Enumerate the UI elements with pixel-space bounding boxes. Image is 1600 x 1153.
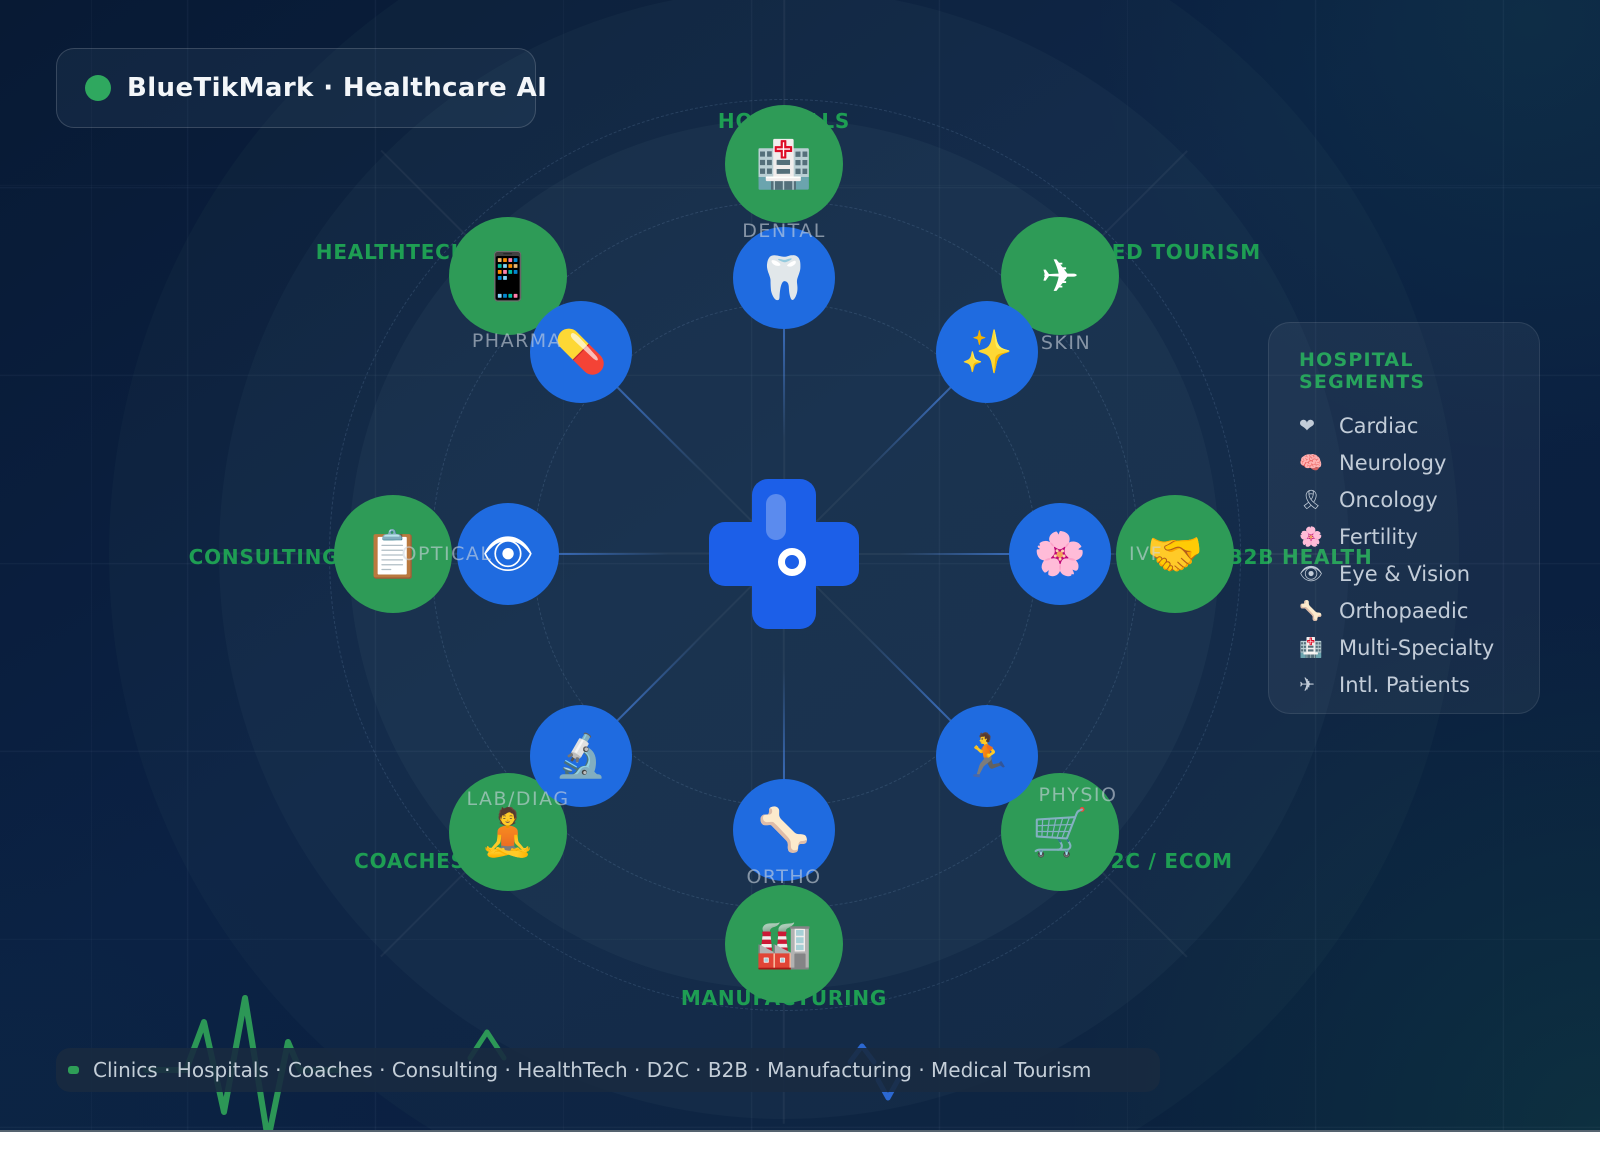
node-physio: 🏃	[936, 705, 1038, 807]
hospital-icon: 🏥	[1299, 637, 1323, 659]
outer-label-healthtech: HEALTHTECH	[315, 240, 469, 264]
segments-footer-bar: Clinics · Hospitals · Coaches · Consulti…	[56, 1048, 1160, 1092]
tooth-icon: 🦷	[757, 253, 811, 302]
node-manufacturing: 🏭	[725, 885, 843, 1003]
panel-item-label: Oncology	[1339, 487, 1438, 512]
airplane-icon: ✈	[1040, 249, 1080, 303]
factory-icon: 🏭	[755, 917, 813, 971]
runner-icon: 🏃	[960, 731, 1014, 780]
heart-icon: ❤	[1299, 414, 1315, 437]
sparkles-icon: ✨	[960, 327, 1014, 376]
clipboard-icon: 📋	[364, 527, 422, 581]
node-ortho: 🦴	[733, 779, 835, 881]
outer-label-d2c-ecom: D2C / ECOM	[1093, 849, 1233, 873]
eye-icon: 👁	[1299, 563, 1324, 585]
panel-item-cardiac: ❤ Cardiac	[1299, 407, 1509, 444]
panel-item-label: Fertility	[1339, 524, 1418, 549]
node-consulting: 📋	[334, 495, 452, 613]
microscope-icon: 🔬	[554, 731, 608, 780]
panel-title: HOSPITAL SEGMENTS	[1299, 349, 1426, 393]
outer-label-b2b-health: B2B HEALTH	[1227, 545, 1373, 569]
panel-item-label: Cardiac	[1339, 413, 1419, 438]
hub-ring-icon	[778, 548, 806, 576]
node-optical: 👁	[457, 503, 559, 605]
panel-item-label: Neurology	[1339, 450, 1447, 475]
inner-label-dental: DENTAL	[742, 220, 826, 242]
panel-item-label: Multi-Specialty	[1339, 635, 1495, 660]
blossom-icon: 🌸	[1299, 526, 1323, 548]
panel-item-fertility: 🌸 Fertility	[1299, 518, 1509, 555]
dashed-orbit-ring	[329, 99, 1241, 1011]
brain-icon: 🧠	[1299, 452, 1323, 474]
hospital-icon: 🏥	[755, 137, 813, 191]
outer-label-coaches: COACHES	[354, 849, 466, 873]
node-skin: ✨	[936, 301, 1038, 403]
handshake-icon: 🤝	[1146, 527, 1204, 581]
hospital-segments-panel: HOSPITAL SEGMENTS ❤ Cardiac 🧠 Neurology 🎗 O…	[1268, 322, 1540, 714]
hub-connector-line	[784, 553, 1114, 555]
panel-item-label: Orthopaedic	[1339, 598, 1469, 623]
panel-item-label: Eye & Vision	[1339, 561, 1471, 586]
yoga-person-icon: 🧘	[479, 805, 537, 859]
pill-icon: 💊	[554, 327, 608, 376]
mobile-phone-icon: 📱	[479, 249, 537, 303]
inner-label-pharma: PHARMA	[471, 330, 563, 352]
brand-badge: BlueTikMark · Healthcare AI	[56, 48, 547, 128]
airplane-icon: ✈	[1299, 673, 1315, 696]
panel-item-label: Intl. Patients	[1339, 672, 1470, 697]
node-pharma: 💊	[530, 301, 632, 403]
outer-label-consulting: CONSULTING	[188, 545, 340, 569]
panel-item-eye-vision: 👁 Eye & Vision	[1299, 555, 1509, 592]
shopping-cart-icon: 🛒	[1031, 805, 1089, 859]
brand-dot-icon	[85, 75, 111, 101]
inner-label-ivf: IVF	[1128, 543, 1164, 565]
node-dental: 🦷	[733, 227, 835, 329]
inner-label-optical: OPTICAL	[401, 543, 493, 565]
outer-label-med-tourism: MED TOURISM	[1091, 240, 1261, 264]
panel-item-orthopaedic: 🦴 Orthopaedic	[1299, 592, 1509, 629]
panel-item-intl-patients: ✈ Intl. Patients	[1299, 666, 1509, 703]
inner-label-physio: PHYSIO	[1038, 784, 1118, 806]
inner-label-ortho: ORTHO	[746, 866, 822, 888]
node-lab-diag: 🔬	[530, 705, 632, 807]
node-ivf: 🌸	[1009, 503, 1111, 605]
inner-label-lab-diag: LAB/DIAG	[466, 788, 570, 810]
brand-title: BlueTikMark · Healthcare AI	[127, 73, 548, 103]
bone-icon: 🦴	[1299, 600, 1323, 622]
panel-item-multi-specialty: 🏥 Multi-Specialty	[1299, 629, 1509, 666]
panel-item-oncology: 🎗 Oncology	[1299, 481, 1509, 518]
footer-segments-text: Clinics · Hospitals · Coaches · Consulti…	[93, 1058, 1092, 1082]
ribbon-icon: 🎗	[1299, 489, 1324, 511]
eye-icon: 👁	[481, 529, 535, 578]
bone-icon: 🦴	[757, 805, 811, 854]
panel-item-neurology: 🧠 Neurology	[1299, 444, 1509, 481]
node-b2b-health: 🤝	[1116, 495, 1234, 613]
inner-label-skin: SKIN	[1040, 332, 1092, 354]
page-bottom-margin	[0, 1130, 1600, 1153]
footer-bullet-icon	[68, 1066, 79, 1074]
central-medical-cross-icon	[704, 474, 864, 634]
blossom-icon: 🌸	[1033, 529, 1087, 578]
node-hospitals: 🏥	[725, 105, 843, 223]
